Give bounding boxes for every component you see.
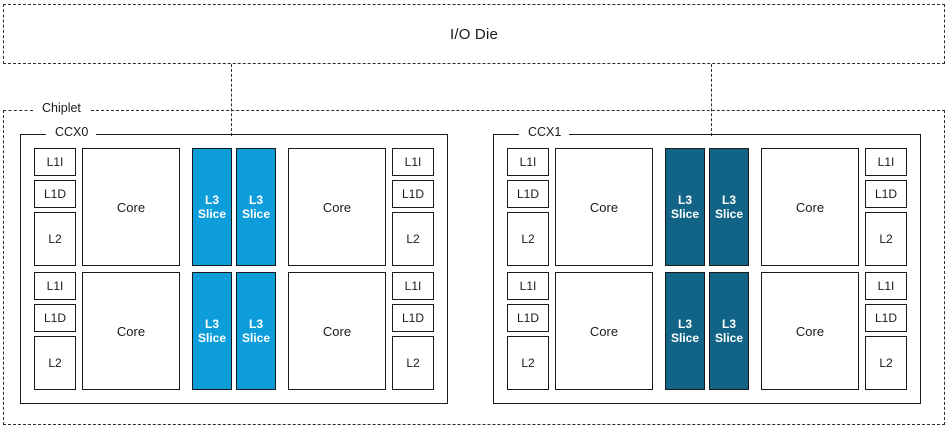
l3-slice-line1: L3 (677, 192, 692, 207)
ccx1-border-bottom (493, 403, 921, 404)
ccx1-border-top-right (569, 134, 921, 135)
cache-l1d: L1D (392, 304, 434, 332)
ccx1-core-top-right: Core L1I L1D L2 (717, 148, 907, 266)
l3-slice-line1: L3 (248, 192, 263, 207)
ccx1-cache-column-top-right: L1I L1D L2 (865, 148, 907, 266)
cache-l1i: L1I (507, 272, 549, 300)
ccx0-label: CCX0 (51, 125, 93, 139)
cache-l2: L2 (392, 212, 434, 266)
io-die-label: I/O Die (449, 25, 499, 43)
ccx1-border-right (920, 134, 921, 404)
l3-slice-line1: L3 (677, 316, 692, 331)
cache-l2: L2 (507, 336, 549, 390)
ccx0-core-bottom-right: Core L1I L1D L2 (244, 272, 434, 390)
ccx1-core-bottom-left: L1I L1D L2 Core (507, 272, 697, 390)
connector-io-die-to-ccx1 (711, 64, 712, 136)
ccx0-l3-slice: L3 Slice (192, 272, 232, 390)
core-box: Core (82, 148, 180, 266)
ccx0-block: CCX0 L1I L1D L2 Core Core L1I L1D L2 (20, 125, 448, 404)
ccx0-border-bottom (20, 403, 448, 404)
cache-l1i: L1I (507, 148, 549, 176)
cache-l1d: L1D (34, 180, 76, 208)
ccx1-cache-column-bottom-right: L1I L1D L2 (865, 272, 907, 390)
connector-io-die-to-ccx0 (231, 64, 232, 136)
ccx1-border-top-left (493, 134, 519, 135)
ccx0-l3-slice: L3 Slice (192, 148, 232, 266)
ccx0-border-top-left (20, 134, 46, 135)
ccx0-l3-slice: L3 Slice (236, 272, 276, 390)
cache-l1i: L1I (865, 272, 907, 300)
cache-l2: L2 (865, 212, 907, 266)
core-box: Core (761, 272, 859, 390)
cache-l2: L2 (507, 212, 549, 266)
ccx1-label: CCX1 (524, 125, 566, 139)
ccx0-border-left (20, 134, 21, 404)
ccx0-l3-slice: L3 Slice (236, 148, 276, 266)
chiplet-border-top-right (91, 110, 945, 111)
core-box: Core (288, 148, 386, 266)
ccx0-cache-column-top-left: L1I L1D L2 (34, 148, 76, 266)
l3-slice-line1: L3 (204, 316, 219, 331)
cache-l2: L2 (34, 212, 76, 266)
cache-l2: L2 (865, 336, 907, 390)
cache-l1i: L1I (392, 148, 434, 176)
cache-l2: L2 (392, 336, 434, 390)
ccx1-core-bottom-right: Core L1I L1D L2 (717, 272, 907, 390)
l3-slice-line2: Slice (197, 207, 227, 221)
chiplet-border-right (944, 110, 945, 425)
l3-slice-line2: Slice (670, 207, 700, 221)
ccx0-core-bottom-left: L1I L1D L2 Core (34, 272, 224, 390)
ccx0-core-top-left: L1I L1D L2 Core (34, 148, 224, 266)
cache-l1i: L1I (392, 272, 434, 300)
cache-l1d: L1D (507, 180, 549, 208)
ccx1-l3-slice: L3 Slice (709, 148, 749, 266)
core-box: Core (82, 272, 180, 390)
ccx1-border-left (493, 134, 494, 404)
l3-slice-line1: L3 (721, 192, 736, 207)
ccx1-l3-slice: L3 Slice (709, 272, 749, 390)
chiplet-border-bottom (3, 424, 945, 425)
cache-l1i: L1I (34, 272, 76, 300)
l3-slice-line1: L3 (248, 316, 263, 331)
ccx0-border-top-right (96, 134, 448, 135)
core-box: Core (288, 272, 386, 390)
l3-slice-line1: L3 (204, 192, 219, 207)
l3-slice-line1: L3 (721, 316, 736, 331)
cache-l2: L2 (34, 336, 76, 390)
l3-slice-line2: Slice (197, 331, 227, 345)
chiplet-border-left (3, 110, 4, 425)
l3-slice-line2: Slice (241, 207, 271, 221)
chiplet-block: Chiplet CCX0 L1I L1D L2 Core Core (3, 101, 945, 425)
cache-l1d: L1D (392, 180, 434, 208)
l3-slice-line2: Slice (670, 331, 700, 345)
ccx1-l3-slice: L3 Slice (665, 148, 705, 266)
chiplet-label: Chiplet (39, 101, 84, 115)
ccx1-l3-slice: L3 Slice (665, 272, 705, 390)
ccx0-core-top-right: Core L1I L1D L2 (244, 148, 434, 266)
io-die-block: I/O Die (3, 4, 945, 64)
core-box: Core (555, 272, 653, 390)
cache-l1d: L1D (865, 180, 907, 208)
ccx0-cache-column-top-right: L1I L1D L2 (392, 148, 434, 266)
ccx1-cache-column-bottom-left: L1I L1D L2 (507, 272, 549, 390)
cache-l1i: L1I (34, 148, 76, 176)
l3-slice-line2: Slice (241, 331, 271, 345)
cache-l1d: L1D (507, 304, 549, 332)
ccx1-core-top-left: L1I L1D L2 Core (507, 148, 697, 266)
core-box: Core (555, 148, 653, 266)
l3-slice-line2: Slice (714, 207, 744, 221)
cache-l1d: L1D (865, 304, 907, 332)
ccx1-cache-column-top-left: L1I L1D L2 (507, 148, 549, 266)
cache-l1i: L1I (865, 148, 907, 176)
core-box: Core (761, 148, 859, 266)
l3-slice-line2: Slice (714, 331, 744, 345)
ccx0-cache-column-bottom-left: L1I L1D L2 (34, 272, 76, 390)
cache-l1d: L1D (34, 304, 76, 332)
chiplet-border-top-left (3, 110, 33, 111)
ccx0-border-right (447, 134, 448, 404)
ccx0-cache-column-bottom-right: L1I L1D L2 (392, 272, 434, 390)
ccx1-block: CCX1 L1I L1D L2 Core Core L1I L1D L2 (493, 125, 921, 404)
